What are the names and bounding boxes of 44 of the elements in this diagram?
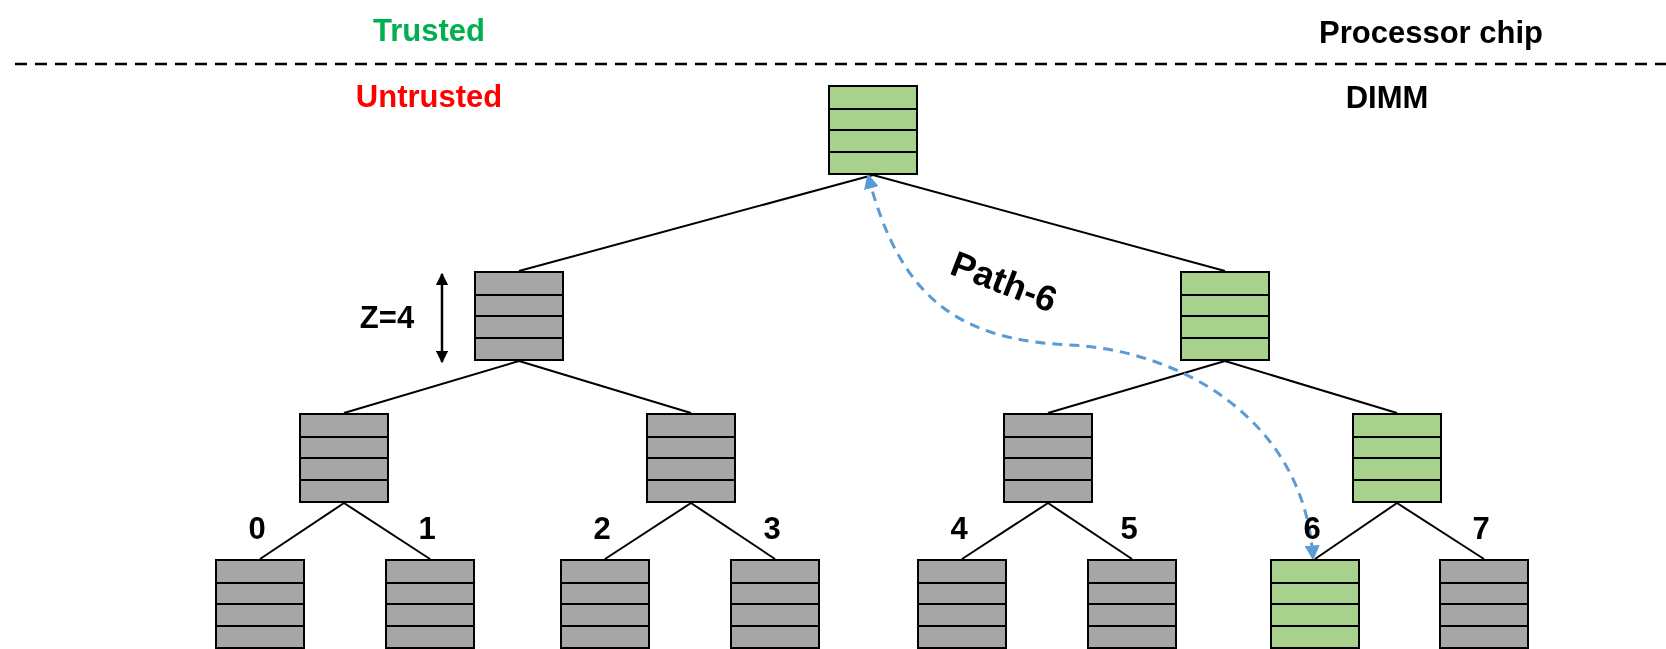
leaf-number: 7 <box>1472 512 1490 544</box>
bucket-box <box>730 559 820 649</box>
bucket-box <box>1439 559 1529 649</box>
leaf-number: 4 <box>950 512 968 544</box>
region-label: DIMM <box>1345 81 1429 113</box>
bucket-box <box>299 413 389 503</box>
tree-edge <box>1047 502 1133 560</box>
tree-edge <box>343 502 431 560</box>
tree-edge <box>690 502 776 560</box>
path-arrow <box>864 173 1319 561</box>
edge-label: Path-6 <box>946 245 1062 319</box>
tree-edge <box>872 174 1226 272</box>
zone-label: Trusted <box>373 14 485 46</box>
tree-edge <box>1314 502 1398 560</box>
bucket-box <box>385 559 475 649</box>
tree-edge <box>518 360 692 414</box>
bucket-box <box>1003 413 1093 503</box>
bucket-box <box>828 85 918 175</box>
dimension-label: Z=4 <box>359 301 415 333</box>
tree-edge <box>343 360 520 414</box>
tree-edge <box>518 174 874 272</box>
bucket-box <box>1087 559 1177 649</box>
bucket-box <box>1270 559 1360 649</box>
region-label: Processor chip <box>1319 16 1543 48</box>
tree-edge <box>961 502 1049 560</box>
leaf-number: 3 <box>763 512 781 544</box>
bucket-box <box>215 559 305 649</box>
bucket-box <box>1180 271 1270 361</box>
bucket-box <box>1352 413 1442 503</box>
leaf-number: 6 <box>1303 512 1321 544</box>
bucket-box <box>646 413 736 503</box>
leaf-number: 1 <box>418 512 436 544</box>
tree-edge <box>604 502 692 560</box>
bucket-box <box>474 271 564 361</box>
bucket-box <box>917 559 1007 649</box>
leaf-number: 5 <box>1120 512 1138 544</box>
bucket-box <box>560 559 650 649</box>
tree-edge <box>1224 360 1398 414</box>
leaf-number: 0 <box>248 512 266 544</box>
tree-edge <box>1047 360 1226 414</box>
tree-edge <box>259 502 345 560</box>
leaf-number: 2 <box>593 512 611 544</box>
tree-edge <box>1396 502 1485 560</box>
zone-label: Untrusted <box>355 80 503 112</box>
